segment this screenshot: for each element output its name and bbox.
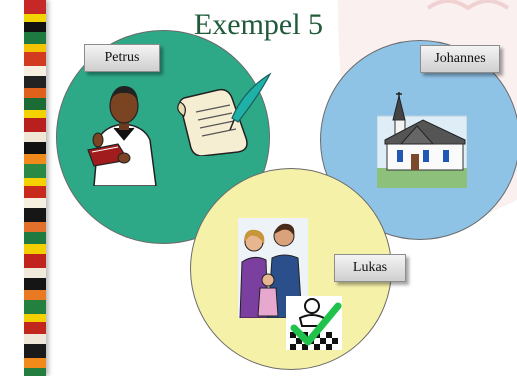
label-johannes: Johannes [420,45,500,73]
label-lukas: Lukas [334,254,406,282]
page-title: Exempel 5 [193,8,324,41]
priest-reading-icon [87,86,157,186]
decorative-stripe [24,0,46,376]
label-petrus: Petrus [84,44,160,72]
scroll-quill-icon [177,72,272,156]
church-icon [377,92,467,188]
checkmark-icon [286,296,342,350]
